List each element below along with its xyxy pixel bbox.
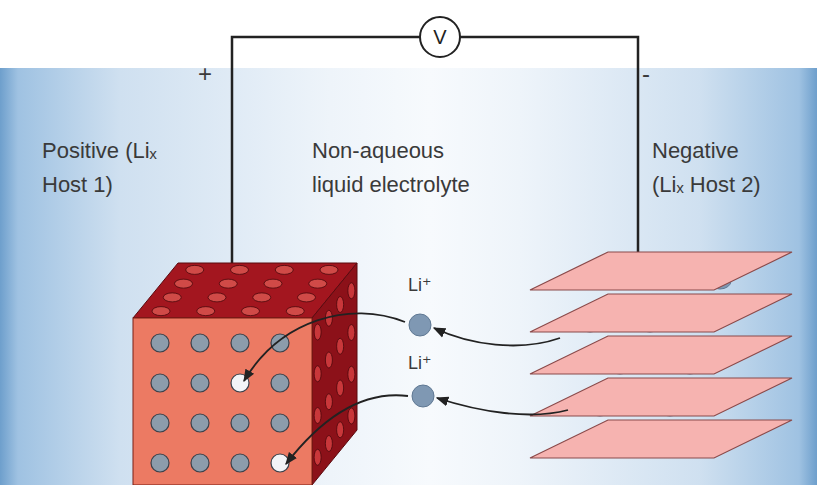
terminal-sign: + <box>198 55 212 92</box>
electrolyte-label: Non-aqueous liquid electrolyte <box>312 134 484 202</box>
voltmeter-circle: V <box>419 16 461 58</box>
ion-label: Li⁺ <box>408 272 432 300</box>
terminal-sign: - <box>642 55 650 92</box>
positive-host-cube <box>133 263 357 485</box>
meter-symbol: V <box>433 26 446 49</box>
negative-host-layers <box>530 252 792 458</box>
wire <box>232 37 638 268</box>
ion-label: Li⁺ <box>408 350 432 378</box>
electrode-label: Negative (Liₓ Host 2) <box>652 134 770 202</box>
lithium-ion <box>409 314 434 407</box>
ion-path-arrow <box>244 313 568 464</box>
electrode-label: Positive (Liₓ Host 1) <box>42 134 160 202</box>
